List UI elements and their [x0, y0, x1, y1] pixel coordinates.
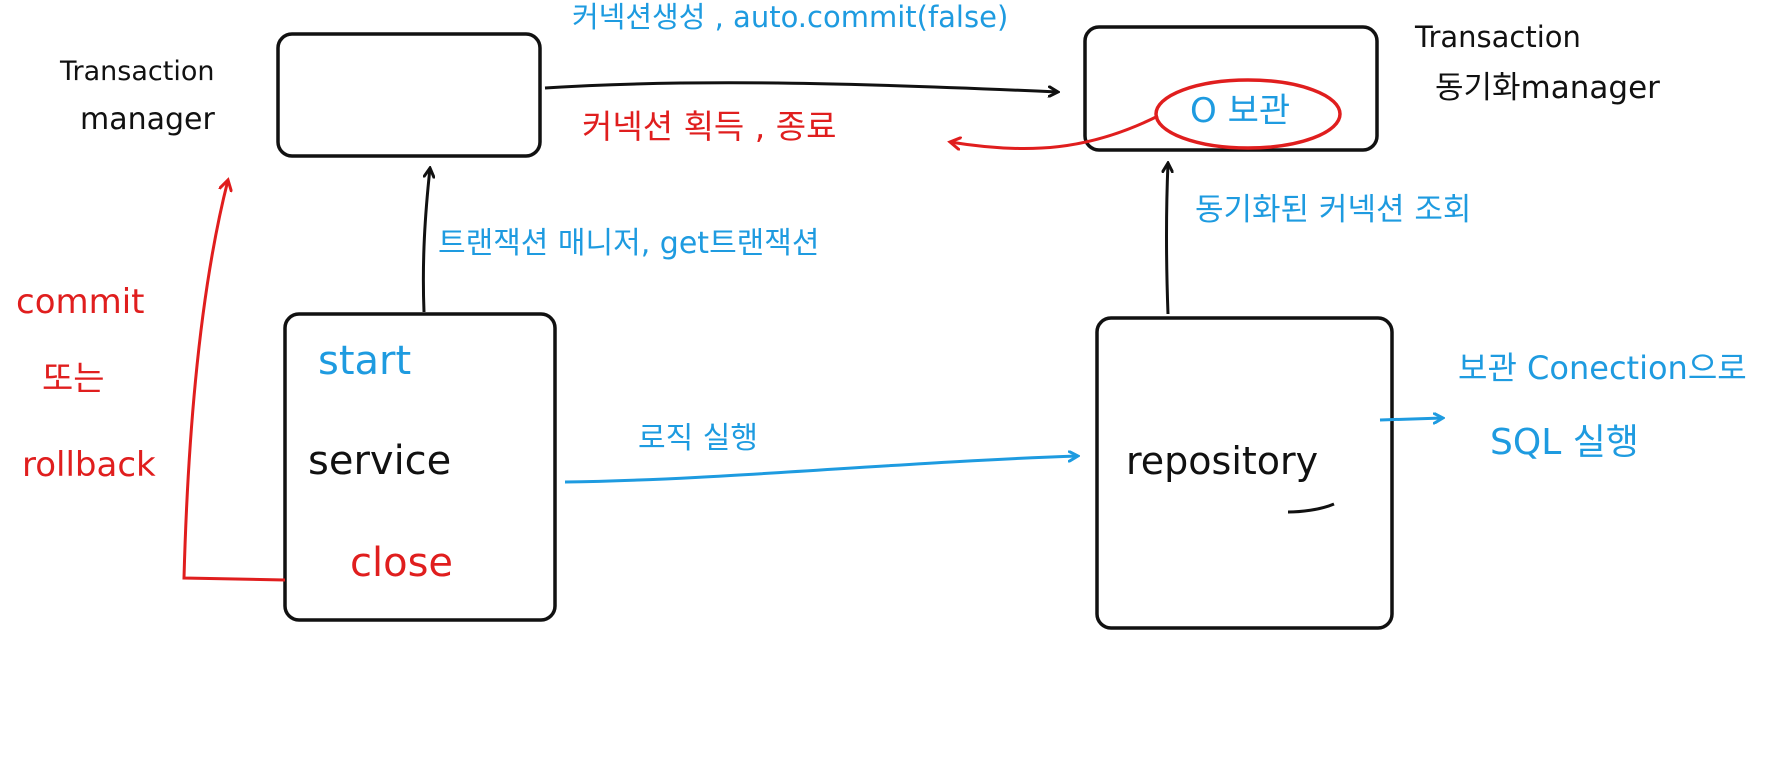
- tm-left-label-line1: Transaction: [60, 56, 215, 87]
- service-box: [283, 312, 557, 622]
- repository-underline: [1287, 502, 1335, 514]
- logic-run-label: 로직 실행: [638, 421, 758, 456]
- tm-right-label-line2: 동기화manager: [1435, 70, 1660, 106]
- sync-manager-box: [1083, 25, 1379, 152]
- commit-label: commit: [16, 282, 145, 322]
- service-close-label: close: [350, 540, 454, 586]
- service-start-label: start: [318, 338, 412, 384]
- connection-store-label: O 보관: [1190, 91, 1291, 131]
- sql-exec-label-line2: SQL 실행: [1490, 422, 1639, 463]
- service-name-label: service: [308, 438, 452, 484]
- commit-rollback-arrow: [182, 180, 286, 582]
- connection-return-label: 커넥션 획득 , 종료: [582, 107, 837, 146]
- tm-right-label-line1: Transaction: [1415, 20, 1581, 54]
- transaction-manager-box: [276, 32, 542, 158]
- tm-left-label-line2: manager: [80, 102, 215, 137]
- sync-lookup-label: 동기화된 커넥션 조회: [1195, 192, 1472, 228]
- or-label: 또는: [42, 359, 105, 399]
- logic-run-arrow: [564, 456, 1078, 484]
- create-connection-arrow: [544, 81, 1058, 92]
- get-transaction-label: 트랜잭션 매니저, get트랜잭션: [438, 226, 820, 261]
- rollback-label: rollback: [22, 445, 156, 485]
- connection-create-label: 커넥션생성 , auto.commit(false): [572, 0, 1009, 34]
- sql-exec-label-line1: 보관 Conection으로: [1458, 349, 1747, 387]
- repository-box: [1095, 316, 1394, 630]
- repository-label: repository: [1126, 439, 1319, 483]
- sql-exec-arrow: [1379, 418, 1443, 420]
- sync-lookup-arrow: [1167, 163, 1169, 315]
- stored-connection-ellipse: [1154, 78, 1342, 150]
- get-transaction-arrow: [421, 168, 430, 313]
- return-connection-arrow: [950, 114, 1159, 149]
